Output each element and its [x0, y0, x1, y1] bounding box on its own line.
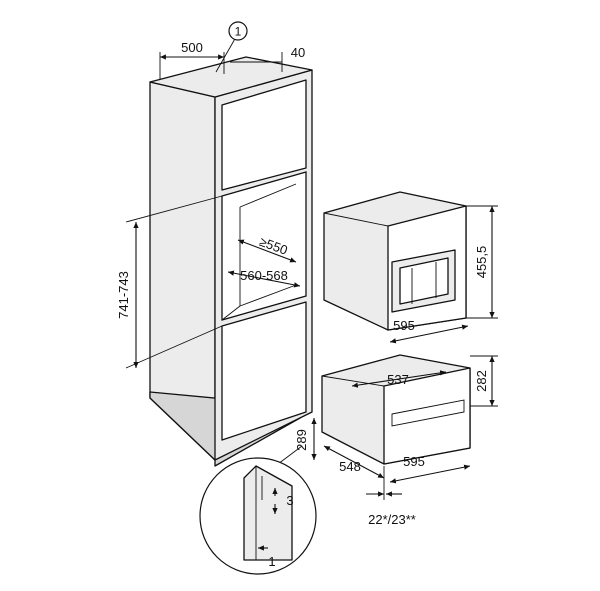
label-niche-width: 560-568 [240, 268, 288, 283]
label-detail-gap: 3 [286, 493, 293, 508]
dimension-lines [125, 36, 498, 500]
label-drawer-height: 282 [474, 370, 489, 392]
tall-housing-unit [149, 56, 313, 467]
label-top-depth: 500 [181, 40, 203, 55]
label-drawer-side: 548 [339, 459, 361, 474]
label-detail-offset: 1 [268, 554, 275, 569]
built-in-appliance [323, 191, 467, 331]
label-plinth: 289 [294, 429, 309, 451]
label-niche-height: 741-743 [116, 271, 131, 319]
label-appliance-width: 595 [393, 318, 415, 333]
label-bottom-note: 22*/23** [368, 512, 416, 527]
label-top-gap: 40 [291, 45, 305, 60]
label-drawer-depth: 537 [387, 372, 409, 387]
label-drawer-width: 595 [403, 454, 425, 469]
label-appliance-height: 455,5 [474, 246, 489, 279]
callout-number: 1 [235, 25, 242, 39]
callout-marker: 1 [228, 21, 248, 41]
detail-circle [199, 457, 317, 575]
